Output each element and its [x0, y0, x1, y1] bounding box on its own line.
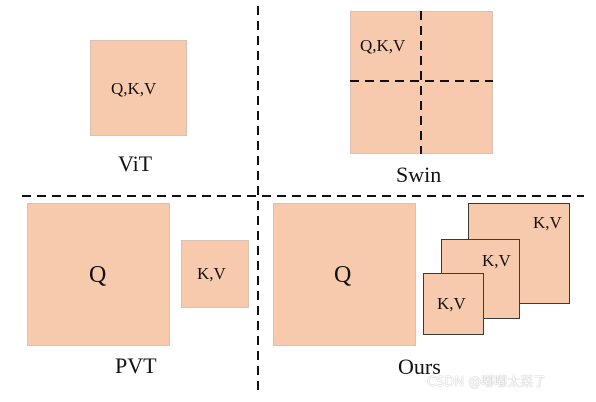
pvt-title: PVT: [115, 353, 157, 378]
swin-title: Swin: [396, 162, 442, 187]
ours-title: Ours: [398, 354, 441, 379]
ours-kv-back-label: K,V: [533, 213, 562, 232]
pvt-kv-square: [181, 240, 249, 308]
ours-kv-front-label: K,V: [437, 294, 466, 313]
ours-q-square: [273, 203, 416, 346]
vit-qkv-label: Q,K,V: [111, 79, 157, 98]
csdn-watermark: CSDN @嘟嘟太菜了: [427, 375, 547, 390]
vit-qkv-square: [90, 40, 187, 136]
vit-title: ViT: [118, 151, 153, 176]
ours-kv-front-square: [423, 273, 484, 335]
swin-qkv-label: Q,K,V: [360, 36, 406, 55]
pvt-q-square: [27, 203, 170, 346]
pvt-q-label: Q: [89, 262, 107, 288]
ours-q-label: Q: [334, 262, 352, 288]
pvt-kv-label: K,V: [197, 264, 226, 283]
ours-kv-mid-label: K,V: [482, 251, 511, 270]
